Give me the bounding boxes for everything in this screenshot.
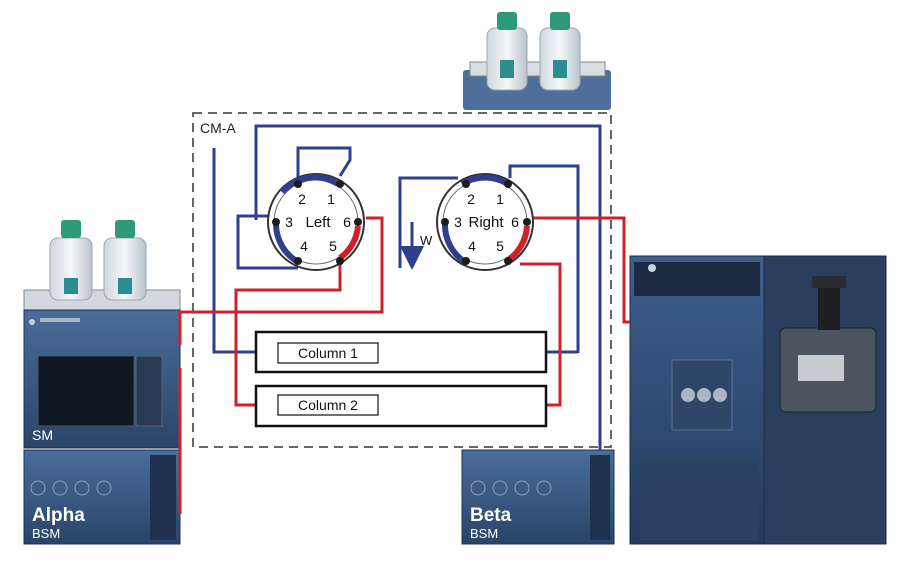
mass-spectrometer [629, 255, 887, 545]
port-label: 4 [300, 238, 308, 254]
column-label: Column 1 [298, 345, 358, 361]
solvent-bottle-icon [49, 220, 93, 301]
beta-label: Beta [470, 505, 512, 526]
port-label: 5 [496, 238, 504, 254]
valve-name: Right [468, 214, 504, 231]
solvent-bottle-icon [103, 220, 147, 301]
solvent-bottle-icon [486, 12, 528, 91]
port-label: 1 [327, 191, 335, 207]
valve-name: Left [305, 214, 331, 231]
solvent-bottle-icon [539, 12, 581, 91]
solvent-tray-top [463, 12, 611, 110]
port-label: 2 [467, 191, 475, 207]
waste-label: W [420, 233, 433, 248]
cm-a-label: CM-A [200, 120, 236, 136]
sm-label: SM [32, 427, 53, 443]
column-label: Column 2 [298, 397, 358, 413]
alpha-label: Alpha [32, 505, 85, 526]
right-valve: 2 1 3 Right 6 4 5 [436, 173, 534, 271]
beta-instrument: Beta BSM [461, 449, 615, 545]
port-label: 3 [454, 214, 462, 230]
port-label: 5 [329, 238, 337, 254]
beta-sub-label: BSM [470, 526, 498, 541]
left-valve: 2 1 3 Left 6 4 5 [267, 173, 365, 271]
column-1: Column 1 [254, 330, 548, 374]
port-label: 3 [285, 214, 293, 230]
cm-a-box [192, 112, 612, 448]
port-label: 6 [511, 214, 519, 230]
port-label: 2 [298, 191, 306, 207]
alpha-sub-label: BSM [32, 526, 60, 541]
port-label: 4 [468, 238, 476, 254]
port-label: 1 [496, 191, 504, 207]
left-instrument-stack: SM Alpha BSM [23, 220, 181, 545]
beta-module [461, 449, 615, 545]
port-label: 6 [343, 214, 351, 230]
column-2: Column 2 [254, 384, 548, 428]
